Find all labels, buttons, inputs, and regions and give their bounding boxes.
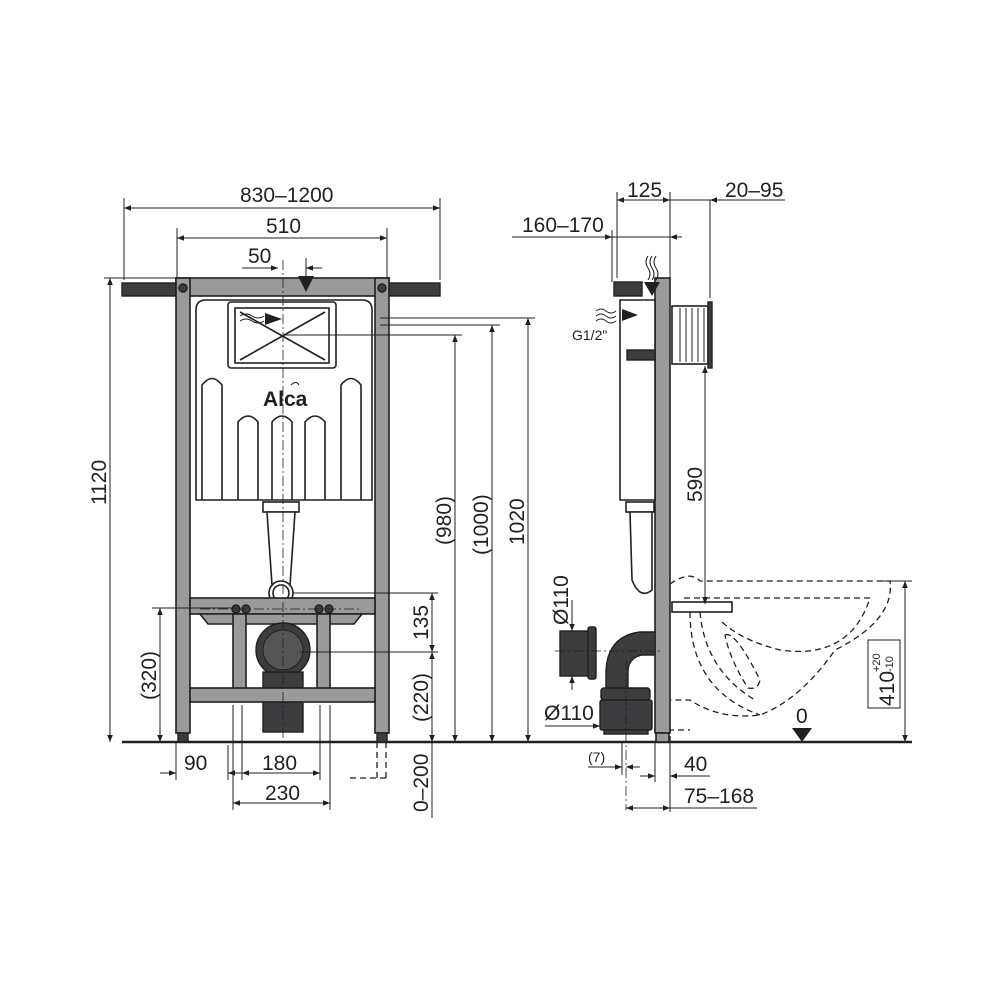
water-inlet-arrow-icon <box>298 276 314 292</box>
dim-offset-7: (7) <box>588 749 605 765</box>
bowl-inner-curve <box>689 611 761 716</box>
toilet-bowl-outline <box>669 575 892 742</box>
dim-bowl-height: 410 <box>876 671 899 706</box>
left-bolt-stud <box>232 613 247 690</box>
side-view: G1/2" 125 <box>512 179 912 812</box>
side-frame <box>654 277 671 734</box>
logo-alca: Alca <box>263 388 308 411</box>
dim-overall-width: 830–1200 <box>240 184 333 207</box>
side-dimensions: 125 20–95 160–170 590 Ø110 Ø110 (7) <box>512 179 912 812</box>
dim-frame-height: 1120 <box>88 460 111 505</box>
flush-pipe-collar <box>262 501 300 513</box>
dim-outlet-diameter-upper: Ø110 <box>550 575 573 625</box>
floor-level-triangle-icon <box>792 728 812 742</box>
bolt-icon <box>377 283 387 293</box>
dim-outlet-spacing: 230 <box>265 782 300 805</box>
dim-980: (980) <box>433 496 456 545</box>
left-rail <box>121 282 179 297</box>
dim-leg-width: 90 <box>184 752 207 775</box>
side-flush-pipe <box>629 511 653 595</box>
side-tank <box>619 299 656 501</box>
flush-pipe <box>266 511 296 586</box>
frame-left-post <box>175 277 191 734</box>
water-wave-icon <box>645 255 659 281</box>
dim-floor-adjust: 0–200 <box>410 754 433 812</box>
water-wave-icon <box>239 313 265 324</box>
dim-outlet-diameter-lower: Ø110 <box>544 702 594 725</box>
front-dimensions: 830–1200 510 50 1120 (320) (980) (1000) <box>88 184 535 818</box>
frame-lower-bar <box>189 687 376 703</box>
bowl-trap-outline <box>724 633 761 689</box>
water-inlet-arrow-icon <box>265 313 282 325</box>
bolt-icon <box>178 283 188 293</box>
water-inlet-arrow-icon <box>644 282 660 296</box>
label-inlet-thread: G1/2" <box>572 327 607 343</box>
water-wave-icon <box>595 308 617 324</box>
dim-1000: (1000) <box>470 494 493 555</box>
tank-ribs <box>201 377 362 500</box>
left-foot <box>177 732 189 743</box>
dim-frame-width: 510 <box>266 215 301 238</box>
dim-1020: 1020 <box>506 498 529 545</box>
water-valve <box>613 281 643 297</box>
wall-bracket <box>671 305 709 365</box>
dim-frame-thickness: 40 <box>684 753 707 776</box>
frame-top-bar <box>175 277 390 297</box>
dim-fixing-height: (320) <box>138 651 161 700</box>
dim-bracket-depth: 20–95 <box>725 179 783 202</box>
pipe-connector <box>559 630 591 677</box>
dim-outlet-distance: 75–168 <box>684 785 754 808</box>
dim-inlet-offset: 50 <box>248 245 271 268</box>
front-view: Alca 830–1200 510 <box>88 184 535 818</box>
right-foot <box>376 732 388 743</box>
side-inlet-arrow-icon <box>622 309 638 321</box>
dim-bolt-spacing: 180 <box>262 752 297 775</box>
logo-bird-icon <box>290 382 300 386</box>
dim-depth: 125 <box>627 179 662 202</box>
dim-bolt-height: 590 <box>684 467 707 502</box>
frame-right-post <box>374 277 390 734</box>
dim-outlet-height: (220) <box>410 673 433 722</box>
mounting-bolt <box>671 601 733 613</box>
right-rail <box>387 282 441 297</box>
dim-bowl-tolerance-upper: +20 <box>871 653 883 672</box>
frame-cross-bar <box>189 597 376 615</box>
dim-wall-gap: 160–170 <box>522 214 604 237</box>
bowl-height-box <box>867 639 901 709</box>
dim-outlet-offset: 135 <box>410 605 433 640</box>
floor-level-label: 0 <box>796 705 808 728</box>
dim-bowl-tolerance-lower: -10 <box>884 656 896 672</box>
